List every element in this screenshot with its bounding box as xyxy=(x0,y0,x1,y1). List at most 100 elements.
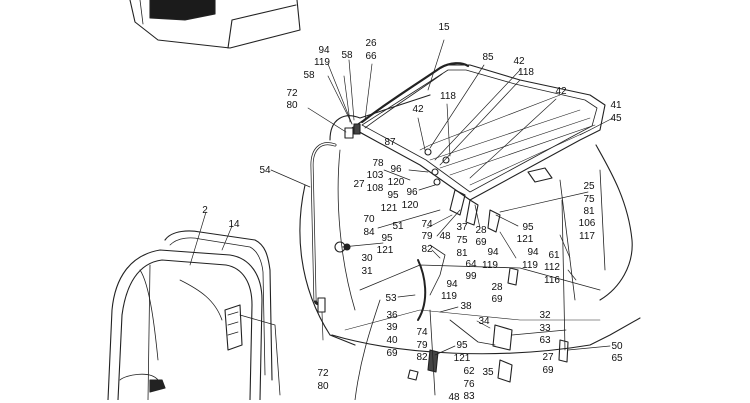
callout-37: 37 xyxy=(456,222,468,233)
callout-119: 119 xyxy=(441,291,457,302)
callout-74: 74 xyxy=(421,219,433,230)
callout-39: 39 xyxy=(386,322,398,333)
callout-79: 79 xyxy=(416,340,428,351)
callout-95: 95 xyxy=(381,233,393,244)
callout-79: 79 xyxy=(421,231,433,242)
callout-69: 69 xyxy=(491,294,503,305)
callout-26: 26 xyxy=(365,38,377,49)
callout-117: 117 xyxy=(579,231,595,242)
callout-108: 108 xyxy=(366,183,384,194)
callout-116: 116 xyxy=(544,275,560,286)
callout-53: 53 xyxy=(385,293,397,304)
callout-72: 72 xyxy=(286,88,298,99)
callout-75: 75 xyxy=(583,194,595,205)
callout-121: 121 xyxy=(516,234,534,245)
callout-48: 48 xyxy=(439,231,451,242)
callout-118: 118 xyxy=(518,67,534,78)
callout-119: 119 xyxy=(482,260,498,271)
callout-48: 48 xyxy=(448,392,460,403)
callout-82: 82 xyxy=(421,244,433,255)
callout-30: 30 xyxy=(361,253,373,264)
roof-panel-fragment xyxy=(129,0,301,49)
callout-96: 96 xyxy=(406,187,418,198)
callout-78: 78 xyxy=(372,158,384,169)
callout-42: 42 xyxy=(513,56,525,67)
callout-118: 118 xyxy=(440,91,456,102)
callout-36: 36 xyxy=(386,310,398,321)
callout-2: 2 xyxy=(202,205,208,216)
callout-94: 94 xyxy=(487,247,499,258)
callout-51: 51 xyxy=(392,221,404,232)
callout-32: 32 xyxy=(539,310,551,321)
callout-50: 50 xyxy=(611,341,623,352)
callout-66: 66 xyxy=(365,51,377,62)
callout-42: 42 xyxy=(412,104,424,115)
callout-69: 69 xyxy=(542,365,554,376)
callout-75: 75 xyxy=(456,235,468,246)
leader-lines xyxy=(189,39,614,356)
callout-120: 120 xyxy=(401,200,419,211)
callout-58: 58 xyxy=(303,70,315,81)
callout-120: 120 xyxy=(387,177,405,188)
callout-25: 25 xyxy=(583,181,595,192)
callout-63: 63 xyxy=(539,335,551,346)
callout-54: 54 xyxy=(259,165,271,176)
callout-42: 42 xyxy=(555,86,567,97)
door-frame xyxy=(107,249,263,400)
callout-61: 61 xyxy=(548,250,560,261)
callout-69: 69 xyxy=(386,348,398,359)
callout-119: 119 xyxy=(314,57,330,68)
callout-84: 84 xyxy=(363,227,375,238)
callout-70: 70 xyxy=(363,214,375,225)
callout-85: 85 xyxy=(482,52,494,63)
callout-83: 83 xyxy=(463,391,475,402)
callout-27: 27 xyxy=(353,179,365,190)
callout-45: 45 xyxy=(610,113,622,124)
hose-54 xyxy=(310,142,337,313)
callout-27: 27 xyxy=(542,352,554,363)
callout-33: 33 xyxy=(539,323,551,334)
callout-96: 96 xyxy=(390,164,402,175)
callout-81: 81 xyxy=(456,248,468,259)
callout-82: 82 xyxy=(416,352,428,363)
callout-76: 76 xyxy=(463,379,475,390)
callout-103: 103 xyxy=(366,170,384,181)
callout-106: 106 xyxy=(578,218,596,229)
callout-28: 28 xyxy=(475,225,487,236)
callout-121: 121 xyxy=(380,203,398,214)
callout-74: 74 xyxy=(416,327,428,338)
callout-69: 69 xyxy=(475,237,487,248)
callout-121: 121 xyxy=(376,245,394,256)
callout-35: 35 xyxy=(482,367,494,378)
callout-80: 80 xyxy=(317,381,329,392)
callout-95: 95 xyxy=(456,340,468,351)
callout-65: 65 xyxy=(611,353,623,364)
callout-31: 31 xyxy=(361,266,373,277)
callout-28: 28 xyxy=(491,282,503,293)
callout-41: 41 xyxy=(610,100,622,111)
callout-64: 64 xyxy=(465,259,477,270)
callout-14: 14 xyxy=(228,219,240,230)
callout-99: 99 xyxy=(465,271,477,282)
callout-121: 121 xyxy=(453,353,471,364)
callout-112: 112 xyxy=(544,262,560,273)
callout-81: 81 xyxy=(583,206,595,217)
callout-15: 15 xyxy=(438,22,450,33)
callout-94: 94 xyxy=(446,279,458,290)
callout-87: 87 xyxy=(384,137,396,148)
callout-80: 80 xyxy=(286,100,298,111)
callout-94: 94 xyxy=(527,247,539,258)
callout-72: 72 xyxy=(317,368,329,379)
callout-40: 40 xyxy=(386,335,398,346)
hardware-parts xyxy=(334,123,569,396)
callout-34: 34 xyxy=(478,316,490,327)
callout-119: 119 xyxy=(522,260,538,271)
callout-58: 58 xyxy=(341,50,353,61)
glass-frame xyxy=(164,230,281,396)
callout-95: 95 xyxy=(387,190,399,201)
callout-62: 62 xyxy=(463,366,475,377)
callout-95: 95 xyxy=(522,222,534,233)
callout-38: 38 xyxy=(460,301,472,312)
roof-frame xyxy=(351,64,606,201)
